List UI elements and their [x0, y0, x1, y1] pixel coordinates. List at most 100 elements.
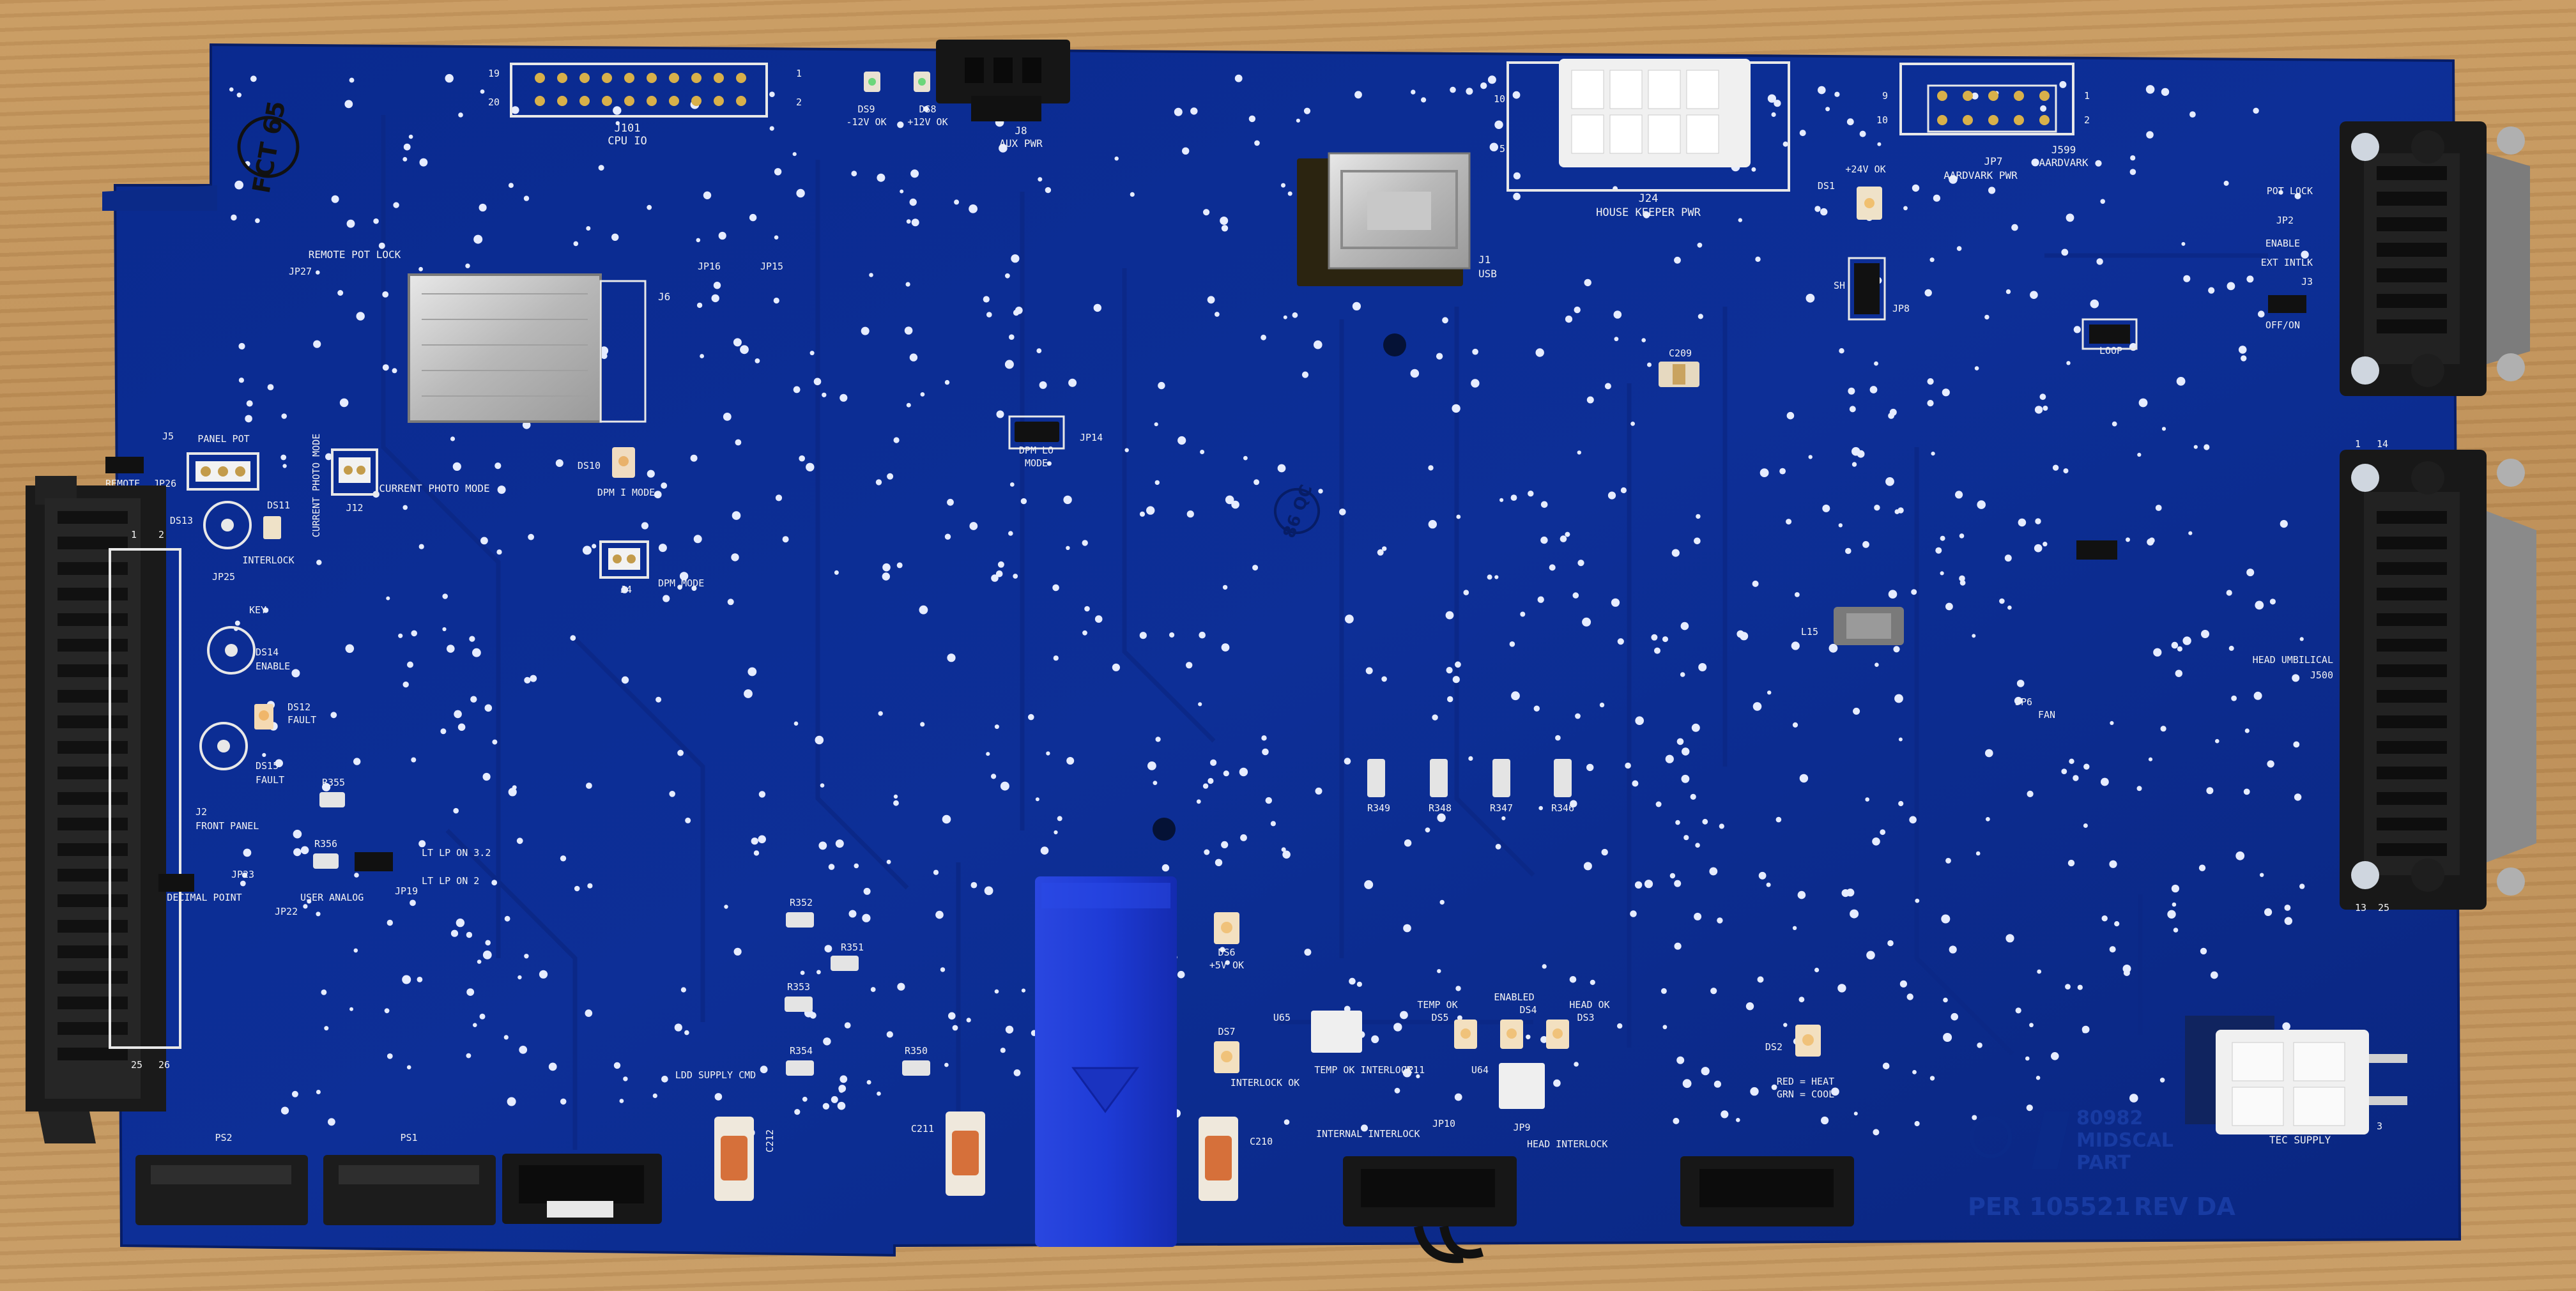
sh-label: SH — [1834, 280, 1845, 291]
via — [450, 929, 459, 937]
via — [656, 696, 662, 703]
jp19-lt-lp-jumper[interactable] — [355, 852, 393, 871]
jp8-sh-jumper[interactable] — [1848, 257, 1886, 321]
ldd-connector[interactable] — [1680, 1156, 1854, 1226]
via — [313, 340, 321, 348]
via — [339, 398, 349, 408]
via — [2167, 910, 2176, 919]
via — [1261, 735, 1267, 741]
j4-dpm-mode-connector[interactable] — [599, 540, 649, 579]
off-on-jumper[interactable] — [2268, 295, 2306, 313]
via — [944, 379, 950, 385]
via — [1352, 302, 1361, 310]
via — [457, 723, 466, 731]
ps-output-connector[interactable] — [502, 1154, 662, 1224]
j6-ethernet-jack[interactable] — [408, 273, 647, 423]
via — [920, 392, 925, 397]
ds9-led — [864, 72, 880, 92]
usb-label: USB — [1478, 268, 1497, 280]
via — [1872, 837, 1880, 846]
via — [661, 1076, 668, 1083]
loop-jumper[interactable] — [2082, 318, 2138, 350]
via — [703, 191, 712, 199]
via — [948, 1012, 956, 1020]
via — [598, 165, 604, 171]
via — [1915, 898, 1920, 903]
via — [1202, 783, 1209, 789]
via — [813, 378, 822, 386]
via — [1888, 590, 1897, 599]
via — [1542, 964, 1547, 969]
via — [587, 883, 593, 889]
jp14-dpm-lo-jumper[interactable] — [1008, 415, 1065, 450]
via — [1436, 353, 1443, 360]
r355-label: R355 — [322, 777, 345, 788]
via — [1935, 547, 1942, 554]
via — [751, 837, 758, 845]
via — [823, 1037, 831, 1046]
j12-current-photo-mode-connector[interactable] — [331, 448, 378, 496]
via — [1675, 820, 1680, 825]
jp22-label: JP22 — [275, 906, 298, 917]
j5-panel-pot-connector[interactable] — [187, 452, 259, 491]
internal-interlock-connector[interactable] — [1343, 1156, 1517, 1264]
via — [586, 226, 591, 231]
ds12-label: DS12 — [288, 701, 310, 713]
via — [1894, 509, 1900, 514]
via — [1584, 279, 1591, 287]
via — [1403, 924, 1411, 933]
ps1-power-module — [323, 1155, 496, 1225]
via — [503, 1035, 509, 1040]
jp8-label: JP8 — [1892, 303, 1910, 314]
j24-label: J24 — [1639, 192, 1659, 205]
via — [1647, 362, 1652, 367]
j2-front-panel-connector[interactable] — [26, 476, 181, 1143]
j24-housekeeper-power-connector[interactable] — [1559, 59, 1751, 167]
via — [1572, 592, 1579, 599]
j101-cpu-io-header[interactable] — [510, 63, 768, 118]
interlock-ok-label: INTERLOCK OK — [1230, 1077, 1300, 1089]
via — [820, 783, 825, 788]
via — [1759, 468, 1769, 477]
tec-supply-connector[interactable] — [2185, 1016, 2407, 1134]
ds11-label: DS11 — [267, 500, 290, 511]
via — [2171, 884, 2179, 893]
via — [1632, 780, 1639, 787]
via — [2063, 468, 2069, 474]
via — [1114, 157, 1119, 161]
via — [2027, 790, 2034, 797]
via — [1239, 767, 1248, 777]
mid-right-jumper[interactable] — [2076, 540, 2117, 560]
via — [1182, 147, 1190, 155]
j8-aux-power-connector[interactable] — [936, 40, 1070, 121]
jp23-decimal-point-jumper[interactable] — [158, 874, 194, 892]
front-panel-label: FRONT PANEL — [195, 820, 259, 832]
via — [1540, 501, 1548, 508]
enable-label: ENABLE — [2266, 238, 2300, 249]
via — [1220, 217, 1229, 225]
via — [560, 1098, 567, 1105]
via — [1837, 984, 1846, 993]
j500-head-umbilical-connector[interactable] — [2340, 450, 2536, 910]
via — [1463, 590, 1469, 595]
j599-aardvark-header[interactable] — [1927, 84, 2057, 133]
via — [1792, 722, 1798, 728]
j1-usb-connector[interactable] — [1297, 152, 1471, 286]
via — [2061, 248, 2069, 256]
jp14-label: JP14 — [1080, 432, 1103, 443]
via — [654, 491, 662, 499]
via — [2238, 346, 2247, 354]
via — [1975, 851, 1981, 856]
via — [684, 1030, 689, 1035]
via — [1846, 889, 1855, 897]
mounting-hole — [1383, 333, 1406, 356]
via — [851, 171, 857, 177]
jp11-label: JP11 — [1402, 1064, 1425, 1076]
via — [910, 169, 919, 178]
red-heat-label: RED = HEAT — [1777, 1076, 1834, 1087]
via — [905, 282, 910, 287]
via — [2282, 1022, 2290, 1030]
jp26-jumper[interactable] — [105, 457, 144, 473]
j3-db9-connector[interactable] — [2340, 121, 2530, 396]
via — [2101, 915, 2108, 922]
